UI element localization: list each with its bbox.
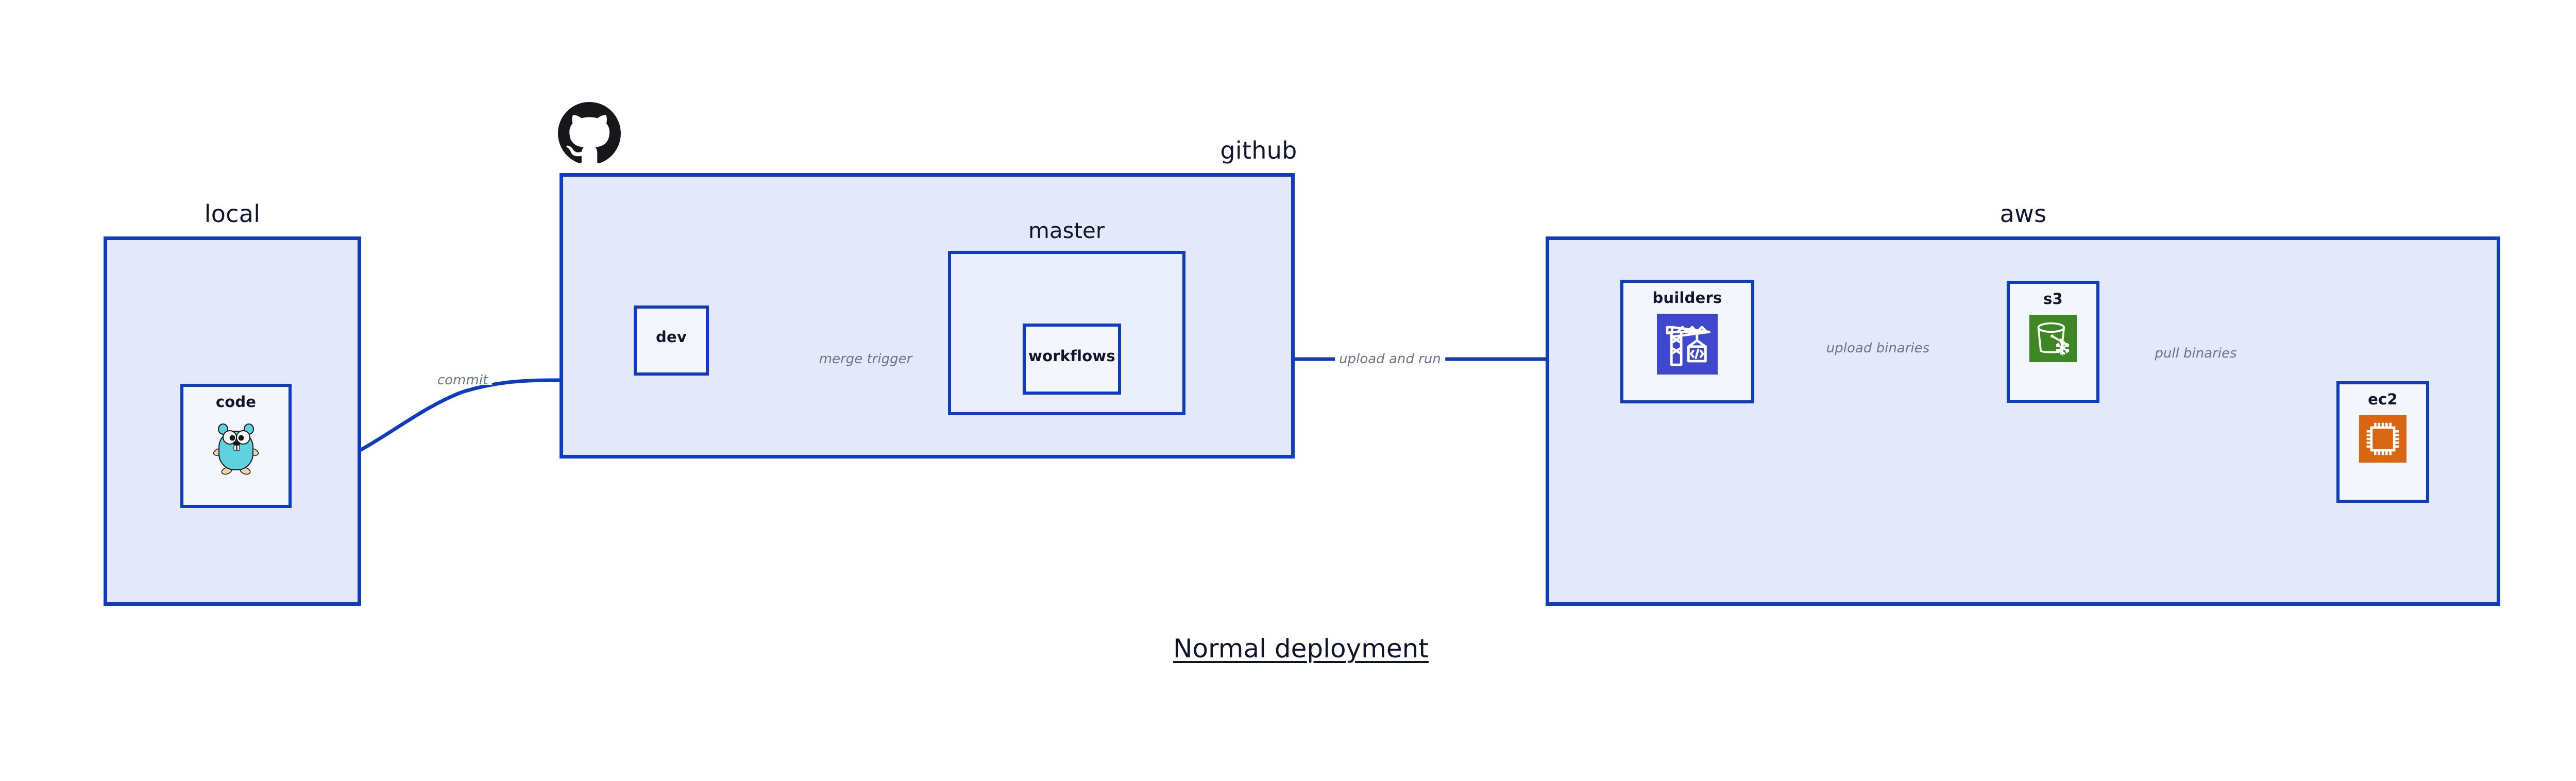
- node-builders[interactable]: builders: [1620, 280, 1754, 403]
- node-code-label: code: [215, 393, 257, 411]
- group-local-label: local: [204, 200, 261, 228]
- node-workflows-label: workflows: [1028, 347, 1115, 365]
- node-builders-label: builders: [1652, 289, 1722, 307]
- node-dev[interactable]: dev: [634, 305, 709, 376]
- node-ec2[interactable]: ec2: [2336, 381, 2429, 503]
- go-gopher-icon: [211, 418, 261, 476]
- subgroup-master-label: master: [1028, 218, 1105, 243]
- edge-label-pull-binaries: pull binaries: [2150, 346, 2241, 361]
- node-s3-label: s3: [2043, 290, 2063, 308]
- node-dev-label: dev: [656, 328, 687, 346]
- aws-ec2-icon: [2359, 415, 2406, 463]
- node-ec2-label: ec2: [2368, 390, 2398, 408]
- edge-label-upload-and-run: upload and run: [1335, 351, 1445, 367]
- github-octocat-logo: [558, 102, 621, 165]
- group-aws-label: aws: [1999, 200, 2047, 228]
- aws-codebuild-icon: [1657, 314, 1718, 375]
- group-github-label: github: [1220, 137, 1297, 164]
- node-s3[interactable]: s3: [2007, 281, 2099, 403]
- aws-s3-glacier-icon: [2029, 315, 2077, 362]
- edge-label-upload-binaries: upload binaries: [1822, 341, 1934, 356]
- edge-label-merge-trigger: merge trigger: [815, 351, 916, 367]
- edge-label-commit: commit: [433, 372, 493, 388]
- diagram-title: Normal deployment: [1173, 634, 1429, 664]
- node-code[interactable]: code: [180, 384, 292, 508]
- node-workflows[interactable]: workflows: [1023, 324, 1121, 395]
